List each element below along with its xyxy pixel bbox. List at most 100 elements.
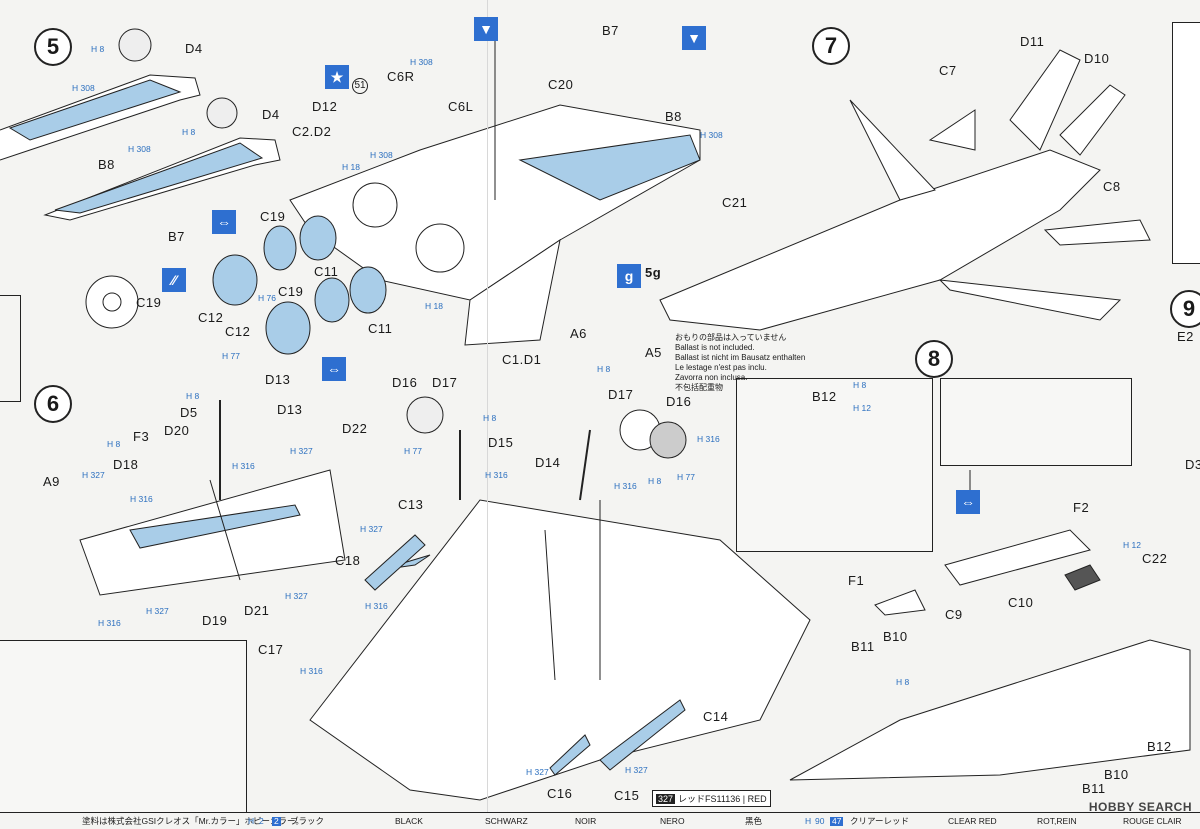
color-ref: H 8 (182, 127, 196, 137)
ballast-note-line: Le lestage n'est pas inclu. (675, 363, 767, 372)
step-9: 9 (1170, 290, 1200, 328)
legend-num: 90 (815, 816, 825, 826)
reference-number: 51 (352, 78, 368, 94)
ballast-note-line: 不包括配重物 (675, 383, 723, 392)
left-detail-box (0, 295, 21, 402)
color-ref: H 316 (365, 601, 388, 611)
part-label: D16 (666, 394, 692, 409)
arrow-down-box-icon: ▼ (682, 26, 706, 50)
part-label: D15 (488, 435, 514, 450)
part-label: C22 (1142, 551, 1168, 566)
legend-num-box: 47 (830, 816, 844, 826)
decal-icon: ⁄⁄ (162, 268, 186, 292)
part-label: F1 (848, 573, 865, 588)
part-label: D13 (277, 402, 303, 417)
color-ref: H 316 (232, 461, 255, 471)
part-label: C11 (368, 321, 393, 336)
part-label: C9 (945, 607, 963, 622)
part-label: B10 (1104, 767, 1129, 782)
legend-black-it: NERO (660, 816, 685, 826)
step-5: 5 (34, 28, 72, 66)
legend-clear-red-jp: クリアーレッド (850, 816, 909, 826)
part-label: C12 (225, 324, 251, 339)
arrow-down-box-icon: ▼ (474, 17, 498, 41)
swap-arrows-icon: ⇔ (956, 490, 980, 514)
swap-arrows-icon: ⇔ (212, 210, 236, 234)
part-label: B12 (812, 389, 837, 404)
part-label: C6L (448, 99, 474, 114)
page-fold (487, 0, 488, 812)
color-ref: H 327 (285, 591, 308, 601)
legend-num-box: 2 (272, 816, 281, 826)
color-ref: H 8 (91, 44, 105, 54)
part-label: C7 (939, 63, 957, 78)
color-ref: H 18 (342, 162, 360, 172)
part-label: D19 (202, 613, 228, 628)
color-ref: H 308 (72, 83, 95, 93)
legend-h: H (248, 816, 255, 826)
legend-black-fr: NOIR (575, 816, 597, 826)
ballast-note-line: おもりの部品は入っていません (675, 333, 787, 342)
color-ref: H 308 (700, 130, 723, 140)
part-label: C10 (1008, 595, 1034, 610)
color-ref: H 308 (370, 150, 393, 160)
color-ref: H 77 (404, 446, 422, 456)
color-ref: H 77 (222, 351, 240, 361)
part-label: C11 (314, 264, 339, 279)
ballast-note-line: Ballast is not included. (675, 343, 755, 352)
part-label: C6R (387, 69, 415, 84)
ballast-note-line: Zavorra non inclusa. (675, 373, 748, 382)
part-label: B8 (665, 109, 682, 124)
part-label: D14 (535, 455, 561, 470)
legend-note: 塗料は株式会社GSIクレオス「Mr.カラー」ホビーカラー。 (82, 816, 304, 826)
color-ref: H 308 (128, 144, 151, 154)
part-label: D11 (1020, 34, 1045, 49)
part-label: D4 (262, 107, 280, 122)
part-label: C14 (703, 709, 729, 724)
part-label: B11 (1082, 781, 1106, 796)
step-7: 7 (812, 27, 850, 65)
color-ref: H 308 (410, 57, 433, 67)
part-label: A5 (645, 345, 662, 360)
color-ref: H 8 (483, 413, 497, 423)
part-label: D5 (180, 405, 198, 420)
color-ref: H 316 (614, 481, 637, 491)
color-ref: H 327 (526, 767, 549, 777)
ballast-note-line: Ballast ist nicht im Bausatz enthalten (675, 353, 806, 362)
part-label: C8 (1103, 179, 1121, 194)
part-label: C17 (258, 642, 284, 657)
color-ref: H 18 (425, 301, 443, 311)
part-label: C15 (614, 788, 640, 803)
legend-black-jp: ブラック (290, 816, 325, 826)
part-label: D3 (1185, 457, 1200, 472)
part-label: B11 (851, 639, 875, 654)
color-ref: H 8 (597, 364, 611, 374)
part-label: B7 (168, 229, 185, 244)
wing-sweep-box (0, 640, 247, 814)
part-label: B7 (602, 23, 619, 38)
step-8: 8 (915, 340, 953, 378)
part-label: D17 (432, 375, 458, 390)
part-label: D4 (185, 41, 203, 56)
part-label: F3 (133, 429, 150, 444)
part-label: B8 (98, 157, 115, 172)
part-label: C19 (260, 209, 286, 224)
color-ref: H 327 (82, 470, 105, 480)
color-ref: H 8 (186, 391, 200, 401)
part-label: C13 (398, 497, 424, 512)
red-color-en: RED (747, 794, 767, 804)
part-label: F2 (1073, 500, 1090, 515)
legend-clear-red-en: CLEAR RED (948, 816, 997, 826)
legend-num: 2 (259, 816, 264, 826)
right-detail-box (1172, 22, 1200, 264)
swap-arrows-icon: ⇔ (322, 357, 346, 381)
part-label: D16 (392, 375, 418, 390)
legend-clear-red-fr: ROUGE CLAIR (1123, 816, 1182, 826)
star-icon: ★ (325, 65, 349, 89)
color-ref: H 77 (677, 472, 695, 482)
color-ref: H 8 (107, 439, 121, 449)
part-label: D21 (244, 603, 270, 618)
color-ref: H 316 (300, 666, 323, 676)
assembly-drawing (0, 28, 1191, 801)
